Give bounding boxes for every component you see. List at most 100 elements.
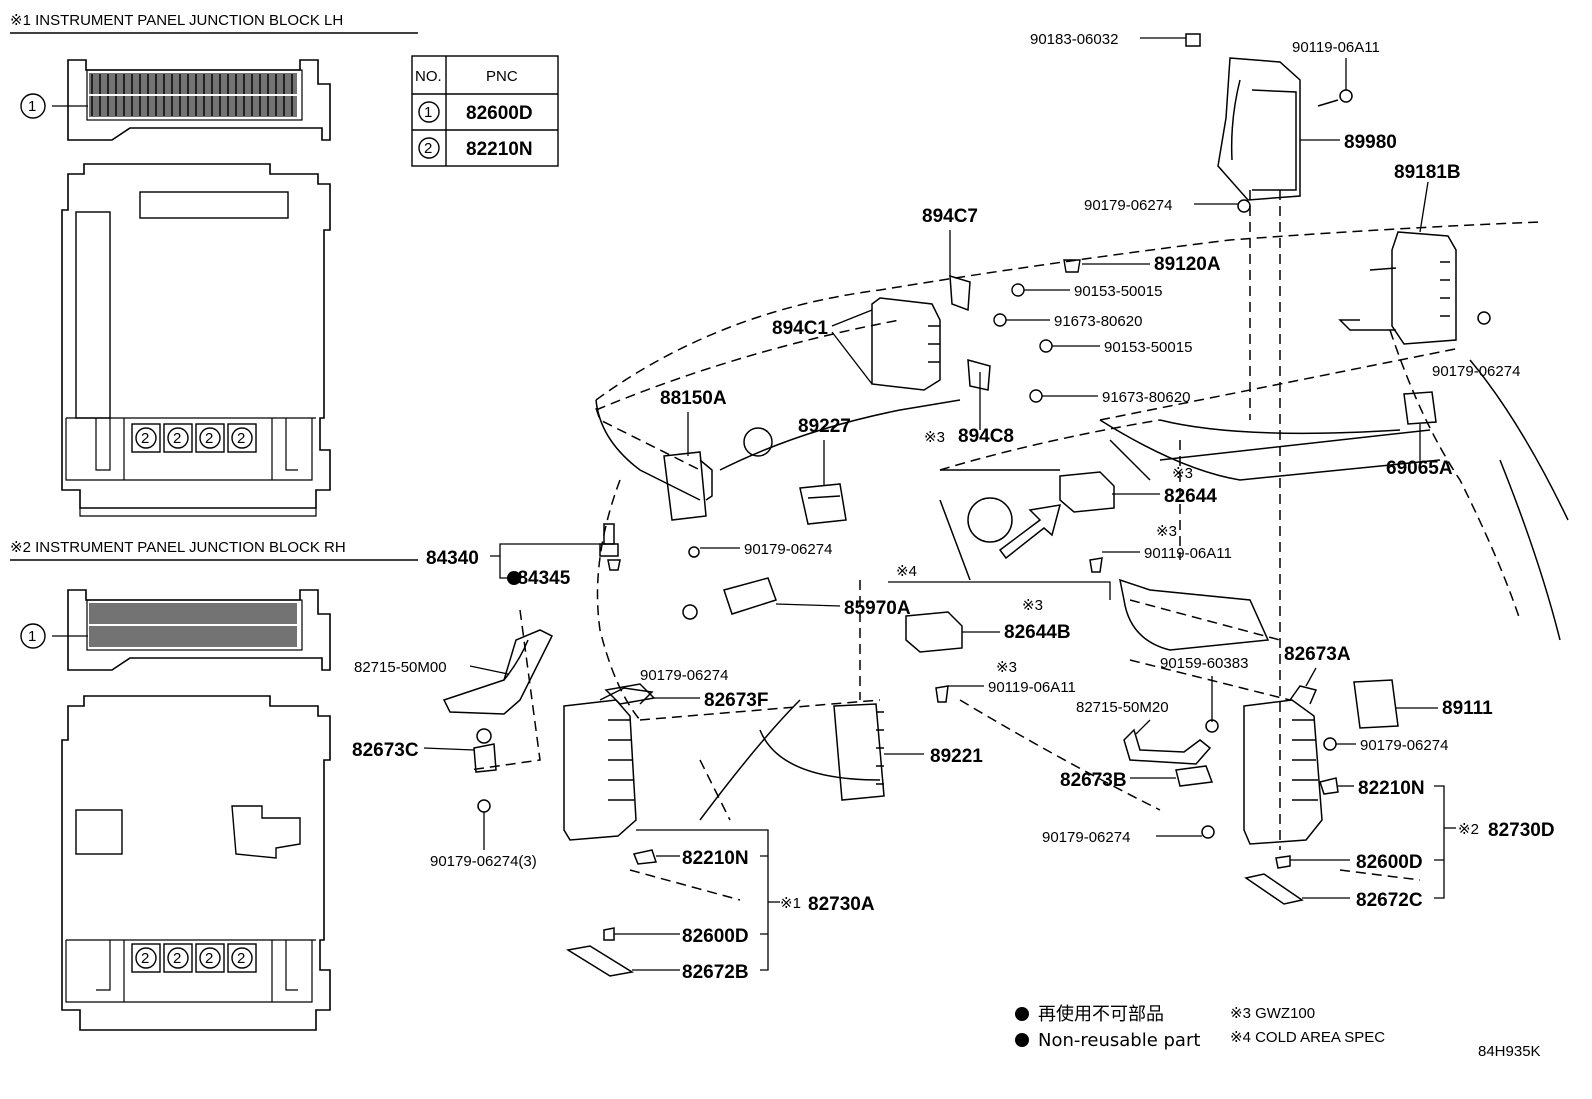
label-90119-06A11-low: 90119-06A11 (988, 679, 1076, 696)
note-3-d: ※3 (1022, 597, 1043, 614)
note-4: ※4 (896, 563, 917, 580)
part-82644B-shape (905, 611, 963, 703)
junction-block-rh-side-view (52, 589, 331, 671)
note-3-c: ※3 (1156, 523, 1177, 540)
part-82730A-shape (563, 687, 654, 841)
label-82730A: 82730A (808, 894, 875, 915)
label-90153-50015-a: 90153-50015 (1074, 283, 1162, 300)
label-82715-50M20: 82715-50M20 (1076, 699, 1169, 716)
callout-2-rh-b: 2 (173, 950, 181, 967)
label-90179-06274-top: 90179-06274 (1084, 197, 1172, 214)
label-90179-06274-rh: 90179-06274 (1360, 737, 1448, 754)
label-89181B: 89181B (1394, 162, 1461, 183)
label-90153-50015-b: 90153-50015 (1104, 339, 1192, 356)
label-84340: 84340 (426, 548, 479, 569)
note-3-a: ※3 (924, 429, 945, 446)
legend-non-reusable-jp: 再使用不可部品 (1038, 1004, 1164, 1025)
callout-1-lh: 1 (28, 98, 36, 115)
part-82673B-shape (1123, 728, 1214, 787)
note-3-e: ※3 (996, 659, 1017, 676)
label-82644B: 82644B (1004, 622, 1071, 643)
table-header-pnc: PNC (486, 68, 518, 85)
callout-2-lh-d: 2 (237, 430, 245, 447)
label-82715-50M00: 82715-50M00 (354, 659, 447, 676)
label-90119-06A11-top: 90119-06A11 (1292, 39, 1380, 56)
label-82730D: 82730D (1488, 820, 1555, 841)
label-89111: 89111 (1442, 698, 1493, 719)
label-85970A: 85970A (844, 598, 911, 619)
part-69065A-shape (1403, 391, 1437, 425)
part-84340-shape (599, 523, 621, 571)
part-82730D-shape (1201, 685, 1339, 905)
part-89980-shape (1185, 33, 1353, 213)
callout-2-rh-c: 2 (205, 950, 213, 967)
pnc-table (411, 55, 559, 167)
label-90179-06274-mid: 90179-06274 (744, 541, 832, 558)
callout-2-lh-a: 2 (141, 430, 149, 447)
label-90159-60383: 90159-60383 (1160, 655, 1248, 672)
part-89221-shape (833, 703, 885, 801)
junction-block-rh-front-view (61, 695, 331, 1031)
label-90179-06274-left: 90179-06274 (640, 667, 728, 684)
part-89181B-shape (1338, 231, 1491, 345)
callout-2-lh-c: 2 (205, 430, 213, 447)
instrument-panel-outline (469, 190, 1541, 901)
label-894C8: 894C8 (958, 426, 1014, 447)
label-90179-06274-right: 90179-06274 (1432, 363, 1520, 380)
label-82210N-lh: 82210N (682, 848, 749, 869)
callout-2-rh-a: 2 (141, 950, 149, 967)
note-1: ※1 (780, 895, 801, 912)
diagram-code: 84H935K (1478, 1043, 1541, 1060)
label-82673C: 82673C (352, 740, 419, 761)
label-89221: 89221 (930, 746, 983, 767)
callout-2-rh-d: 2 (237, 950, 245, 967)
part-82673C-shape (473, 728, 497, 813)
label-91673-80620-b: 91673-80620 (1102, 389, 1190, 406)
label-90179-06274-low: 90179-06274 (1042, 829, 1130, 846)
part-89227-shape (799, 483, 847, 525)
label-90179-06274-3: 90179-06274(3) (430, 853, 537, 870)
callout-2-lh-b: 2 (173, 430, 181, 447)
label-82673A: 82673A (1284, 644, 1351, 665)
label-82673B: 82673B (1060, 770, 1127, 791)
note-3-b: ※3 (1172, 465, 1193, 482)
label-82210N-rh: 82210N (1358, 778, 1425, 799)
part-894C1-shape (871, 274, 991, 391)
part-85970A-shape (682, 546, 777, 620)
table-row-2-pnc: 82210N (466, 139, 533, 160)
label-82644: 82644 (1164, 486, 1217, 507)
label-90119-06A11-mid: 90119-06A11 (1144, 545, 1232, 562)
label-82673F: 82673F (704, 690, 768, 711)
label-89120A: 89120A (1154, 254, 1221, 275)
label-84345: ●84345 (506, 568, 571, 589)
part-82644-shape (1059, 471, 1115, 573)
junction-block-lh-front-view (61, 163, 331, 517)
label-90183-06032: 90183-06032 (1030, 31, 1118, 48)
table-row-2-no: 2 (424, 140, 432, 157)
part-88150A-shape (663, 427, 773, 521)
legend-non-reusable-en: Non-reusable part (1038, 1030, 1200, 1051)
diagram-labels: ※1 INSTRUMENT PANEL JUNCTION BLOCK LH ※2… (10, 12, 1555, 1060)
label-89227: 89227 (798, 416, 851, 437)
part-82715-50M00-shape (442, 629, 554, 715)
junction-block-lh-side-view (52, 59, 331, 141)
table-row-1-no: 1 (424, 104, 432, 121)
header-junction-block-lh: ※1 INSTRUMENT PANEL JUNCTION BLOCK LH (10, 12, 343, 29)
label-88150A: 88150A (660, 388, 727, 409)
callout-1-rh: 1 (28, 628, 36, 645)
label-89980: 89980 (1344, 132, 1397, 153)
label-894C1: 894C1 (772, 318, 828, 339)
note-2: ※2 (1458, 821, 1479, 838)
label-894C7: 894C7 (922, 206, 978, 227)
label-82672B: 82672B (682, 962, 749, 983)
label-82600D-rh: 82600D (1356, 852, 1423, 873)
table-row-1-pnc: 82600D (466, 103, 533, 124)
label-82600D-lh: 82600D (682, 926, 749, 947)
label-69065A: 69065A (1386, 458, 1453, 479)
label-82672C: 82672C (1356, 890, 1423, 911)
label-91673-80620-a: 91673-80620 (1054, 313, 1142, 330)
header-junction-block-rh: ※2 INSTRUMENT PANEL JUNCTION BLOCK RH (10, 539, 346, 556)
legend-note-4: ※4 COLD AREA SPEC (1230, 1029, 1385, 1046)
legend-note-3: ※3 GWZ100 (1230, 1005, 1315, 1022)
